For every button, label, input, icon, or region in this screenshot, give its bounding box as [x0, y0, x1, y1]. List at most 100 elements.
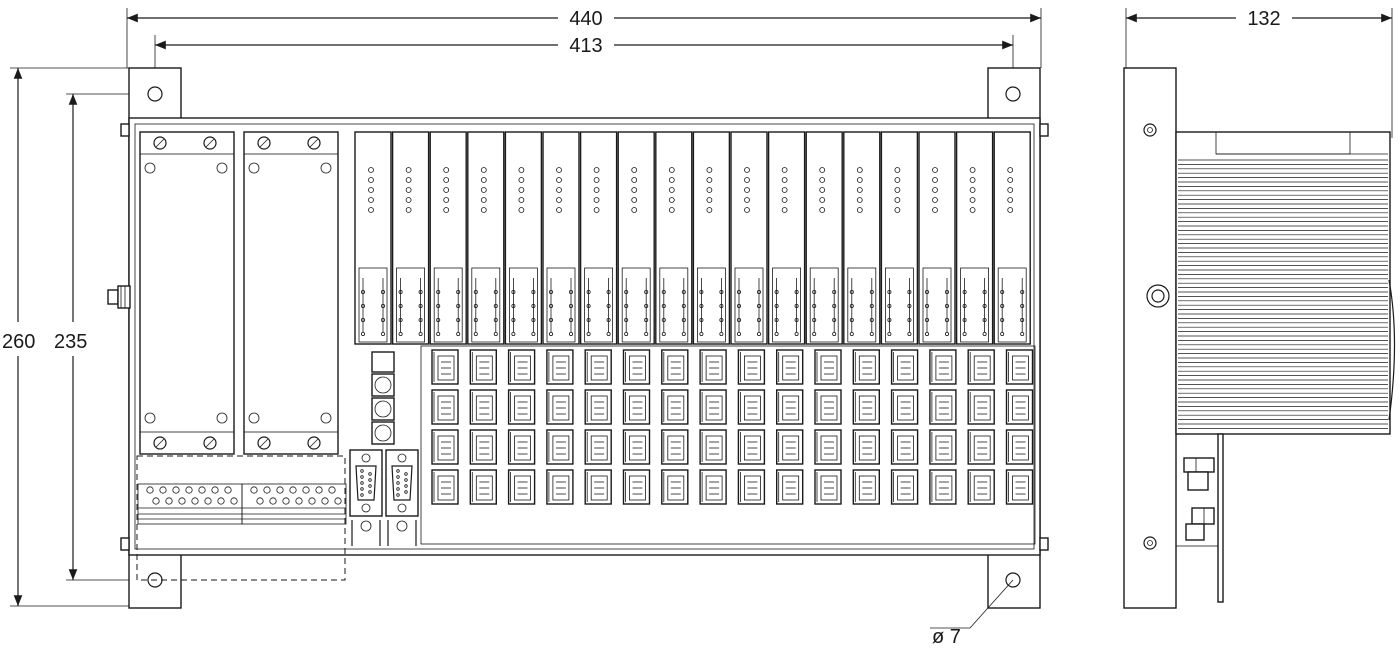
status-led: [668, 187, 675, 193]
status-led: [856, 197, 863, 203]
terminal-connector-icon: [776, 429, 804, 465]
io-module: [805, 131, 843, 345]
terminal-connector-icon: [967, 469, 995, 505]
status-led: [631, 207, 638, 213]
io-module: [767, 131, 806, 345]
screw-icon: [257, 436, 271, 450]
terminal-connector-icon: [967, 389, 995, 425]
status-led: [932, 187, 938, 193]
io-module: [617, 131, 655, 345]
status-led: [856, 167, 863, 173]
status-led: [781, 177, 788, 183]
status-led: [706, 207, 713, 213]
status-led: [1007, 187, 1014, 193]
status-led: [518, 197, 525, 203]
terminal-connector-icon: [469, 469, 497, 505]
status-led: [368, 197, 374, 203]
mounting-hole: [1005, 572, 1021, 588]
terminal-connector-icon: [431, 389, 459, 425]
status-led: [480, 177, 487, 183]
terminal-connector-icon: [852, 349, 880, 385]
terminal-connector-icon: [622, 429, 651, 465]
io-module: [730, 131, 768, 345]
terminal-connector-icon: [890, 389, 919, 425]
io-module: [918, 131, 956, 345]
status-led: [518, 177, 525, 183]
status-led: [518, 167, 525, 173]
dimension-overall-height: 260: [2, 67, 130, 607]
status-led: [932, 167, 938, 173]
terminal-connector-icon: [1005, 429, 1034, 465]
status-led: [819, 187, 826, 193]
io-module: [843, 131, 881, 345]
optional-outline: [136, 455, 346, 581]
status-led: [668, 167, 675, 173]
status-led: [856, 177, 863, 183]
status-led: [405, 197, 412, 203]
screw-icon: [153, 136, 167, 150]
dimension-hole-spacing-height: 235: [54, 93, 160, 581]
status-led: [668, 197, 675, 203]
status-led: [405, 167, 412, 173]
status-led: [593, 187, 600, 193]
status-led: [593, 197, 600, 203]
terminal-connector-icon: [584, 429, 612, 465]
terminal-connector-icon: [622, 349, 651, 385]
mounting-hole: [1005, 86, 1021, 102]
io-module: [579, 131, 618, 345]
status-led: [706, 167, 713, 173]
terminal-connector-icon: [431, 469, 459, 505]
dsub-connector-icon: [385, 449, 419, 546]
terminal-connector-icon: [546, 429, 574, 465]
terminal-connector-icon: [584, 349, 612, 385]
screw-icon: [307, 136, 321, 150]
status-led: [480, 187, 487, 193]
status-led: [894, 207, 901, 213]
status-led: [480, 167, 487, 173]
status-led: [668, 177, 675, 183]
terminal-connector-icon: [546, 349, 574, 385]
status-led: [856, 187, 863, 193]
dimension-hole-spacing-width: 413: [154, 35, 1014, 95]
io-module: [504, 131, 543, 345]
terminal-connector-icon: [929, 429, 957, 465]
status-led: [969, 197, 976, 203]
status-led: [593, 177, 600, 183]
mounting-hole: [147, 86, 163, 102]
status-led: [781, 167, 788, 173]
overall-height-label: 260: [2, 331, 35, 353]
status-led: [781, 197, 788, 203]
status-led: [480, 207, 487, 213]
terminal-connector-icon: [929, 349, 957, 385]
front-view: ø 7: [107, 67, 1049, 648]
terminal-connector-icon: [814, 389, 842, 425]
terminal-connector-icon: [469, 349, 497, 385]
terminal-connector-icon: [431, 349, 459, 385]
status-led: [744, 167, 750, 173]
terminal-connector-icon: [546, 389, 574, 425]
status-led: [593, 207, 600, 213]
terminal-connector-icon: [776, 349, 804, 385]
io-module: [354, 131, 392, 345]
status-led: [744, 177, 750, 183]
terminal-connector-icon: [814, 429, 842, 465]
hole-diameter-label: ø 7: [932, 626, 961, 648]
indicator-stack: [371, 351, 395, 445]
terminal-connector-icon: [507, 429, 536, 465]
status-led: [556, 167, 562, 173]
status-led: [631, 167, 638, 173]
terminal-connector-icon: [852, 469, 880, 505]
dimension-side-depth: 132: [1125, 8, 1393, 138]
status-led: [556, 207, 562, 213]
terminal-connector-icon: [737, 469, 766, 505]
terminal-connector-icon: [890, 349, 919, 385]
terminal-connector-icon: [661, 429, 689, 465]
terminal-connector-icon: [814, 469, 842, 505]
side-terminal-block: [1183, 457, 1215, 541]
status-led: [706, 187, 713, 193]
terminal-connector-icon: [469, 429, 497, 465]
status-led: [932, 197, 938, 203]
status-led: [894, 187, 901, 193]
io-module: [692, 131, 731, 345]
status-led: [443, 167, 450, 173]
